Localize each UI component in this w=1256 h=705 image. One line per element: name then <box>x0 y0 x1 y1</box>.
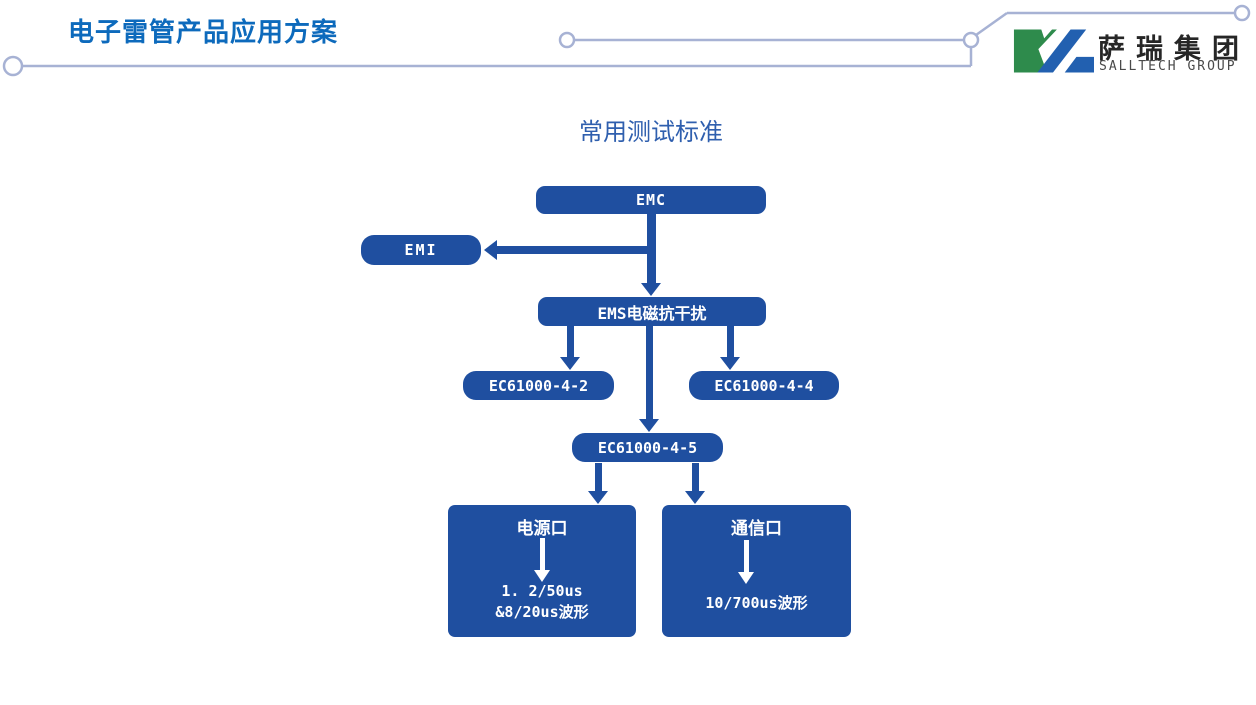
comm-port-waveform: 10/700us波形 <box>705 594 808 612</box>
power-port-waveform: 1. 2/50us &8/20us波形 <box>495 582 589 621</box>
salltech-logo-mark-icon <box>1013 29 1094 73</box>
logo-company-name: 萨瑞集团 <box>1098 34 1250 64</box>
node-emc: EMC <box>536 186 766 214</box>
header-decor-lines <box>2 4 1251 77</box>
connector-ems-ec42-arrow <box>560 326 580 370</box>
node-emi: EMI <box>361 235 481 265</box>
connector-ems-ec45-arrow <box>639 326 659 432</box>
node-power-port: 电源口 1. 2/50us &8/20us波形 <box>448 505 636 637</box>
node-ems: EMS电磁抗干扰 <box>538 297 766 326</box>
node-ec61000-4-4: EC61000-4-4 <box>689 371 839 400</box>
power-port-title: 电源口 <box>516 519 568 539</box>
diagram-title: 常用测试标准 <box>579 119 723 146</box>
node-ec61000-4-2: EC61000-4-2 <box>463 371 614 400</box>
comm-port-down-arrow-icon <box>736 540 756 584</box>
node-ec61000-4-5: EC61000-4-5 <box>572 433 723 462</box>
node-comm-port: 通信口 10/700us波形 <box>662 505 851 637</box>
comm-port-title: 通信口 <box>731 519 782 539</box>
logo-company-subtitle: SALLTECH GROUP <box>1099 59 1237 74</box>
power-port-down-arrow-icon <box>532 538 552 582</box>
company-logo: 萨瑞集团 SALLTECH GROUP <box>1012 26 1252 78</box>
connector-emc-emi-arrow <box>484 240 656 260</box>
connector-ec45-comm-arrow <box>685 463 705 504</box>
connector-ems-ec44-arrow <box>720 326 740 370</box>
connector-ec45-power-arrow <box>588 463 608 504</box>
page-title: 电子雷管产品应用方案 <box>68 17 339 47</box>
